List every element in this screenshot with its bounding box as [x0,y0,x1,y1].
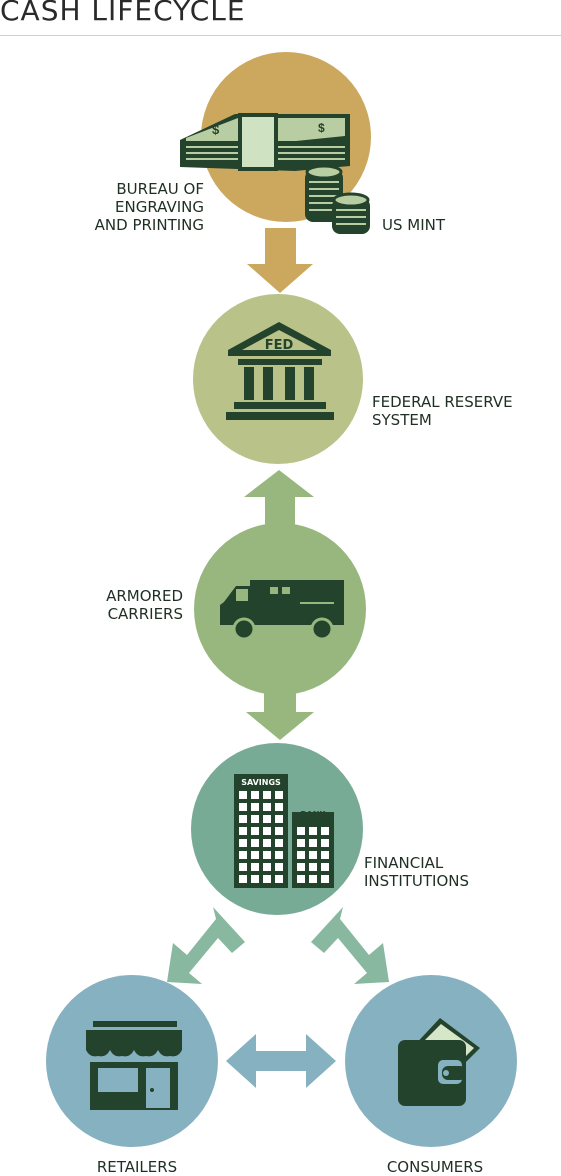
bureau-label-line-2: ENGRAVING [115,198,204,216]
retailers-circle [46,975,218,1147]
bank-buildings-icon: SAVINGS BANK [234,774,334,888]
savings-icon-text: SAVINGS [241,778,281,787]
retailers-label-line-1: RETAILERS [96,1158,178,1176]
arrow-retailers-consumers [226,1034,336,1088]
financial-label-line-2: INSTITUTIONS [364,872,470,890]
consumers-label: CONSUMERS [350,1158,520,1176]
page-title: CASH LIFECYCLE [0,0,246,27]
svg-text:$: $ [318,121,325,135]
money-stack-icon: $ $ [180,113,350,171]
arrow-armored-to-fed [244,470,314,540]
bureau-label-line-1: BUREAU OF [116,180,204,198]
fed-label: FEDERAL RESERVE SYSTEM [372,393,513,429]
bureau-label-line-3: AND PRINTING [94,216,204,234]
bureau-label: BUREAU OF ENGRAVING AND PRINTING [56,180,204,234]
armored-truck-icon [220,580,344,641]
financial-label-line-1: FINANCIAL [364,854,444,872]
retailers-label: RETAILERS [52,1158,222,1176]
mint-label-line-1: US MINT [382,216,446,234]
coins-icon [305,164,370,234]
armored-label-line-2: CARRIERS [107,605,183,623]
wallet-icon: $ [398,1018,480,1106]
financial-label: FINANCIAL INSTITUTIONS [364,854,469,890]
arrow-mint-to-fed [247,228,313,293]
consumers-label-line-1: CONSUMERS [386,1158,484,1176]
fed-label-line-1: FEDERAL RESERVE [372,393,513,411]
arrow-armored-to-financial [246,684,314,740]
storefront-icon [86,1021,182,1110]
armored-label-line-1: ARMORED [106,587,183,605]
fed-circle [193,294,363,464]
title-divider [0,35,561,36]
arrow-financial-retailers [167,907,245,984]
fed-building-icon: FED [226,322,334,420]
mint-label: US MINT [382,216,445,234]
armored-label: ARMORED CARRIERS [60,587,183,623]
fed-label-line-2: SYSTEM [372,411,432,429]
fed-icon-text: FED [265,338,294,353]
arrow-financial-consumers [311,907,389,984]
svg-text:$: $ [212,122,220,137]
bank-icon-text: BANK [300,810,326,819]
